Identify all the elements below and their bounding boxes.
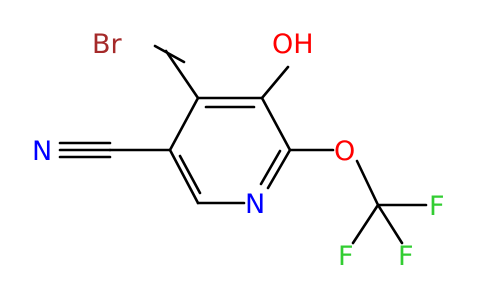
- bond-c3-c2: [260, 96, 292, 152]
- bond-c2-n: [266, 148, 292, 190]
- bond-c2-n-inner: [259, 149, 282, 186]
- atom-fluorine-3: F: [398, 241, 414, 272]
- bonds: [58, 44, 428, 245]
- bond-c5-c4: [168, 96, 200, 152]
- bond-c3-oh: [260, 65, 290, 100]
- bond-o-cf3: [355, 159, 380, 207]
- bond-cf3-f2: [351, 203, 380, 245]
- atom-fluorine-2: F: [338, 241, 354, 272]
- atom-ether-oxygen: O: [334, 136, 355, 167]
- atom-bromine: Br: [92, 29, 123, 60]
- bond-c4-ch2: [164, 49, 200, 100]
- atom-hydroxyl: OH: [272, 29, 314, 60]
- atom-ring-nitrogen: N: [245, 189, 265, 220]
- bond-c6-c5-inner: [178, 154, 202, 195]
- atom-fluorine-1: F: [429, 191, 445, 222]
- bond-c6-c5: [168, 148, 200, 205]
- atom-nitrile-nitrogen: N: [32, 136, 52, 167]
- bond-cf3-f3: [376, 203, 404, 245]
